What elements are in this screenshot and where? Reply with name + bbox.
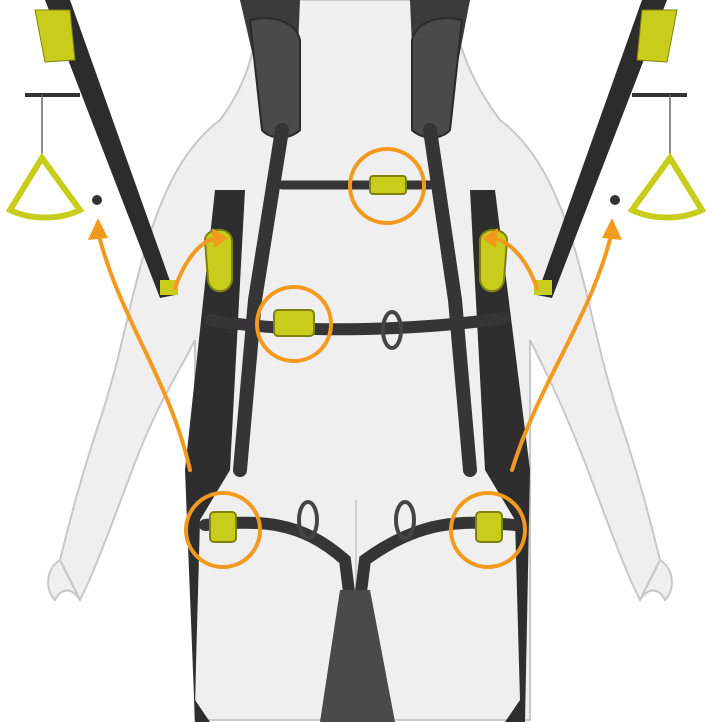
right-leg-buckle bbox=[476, 512, 502, 542]
left-leg-buckle bbox=[210, 512, 236, 542]
left-speedbar-handle bbox=[10, 158, 80, 218]
left-riser-arrowhead bbox=[88, 218, 108, 240]
right-riser bbox=[534, 0, 702, 298]
left-riser bbox=[10, 0, 178, 298]
right-riser-arrowhead bbox=[602, 218, 622, 240]
chest-buckle bbox=[370, 176, 406, 194]
right-speedbar-handle bbox=[632, 158, 702, 218]
waist-buckle bbox=[274, 310, 314, 336]
